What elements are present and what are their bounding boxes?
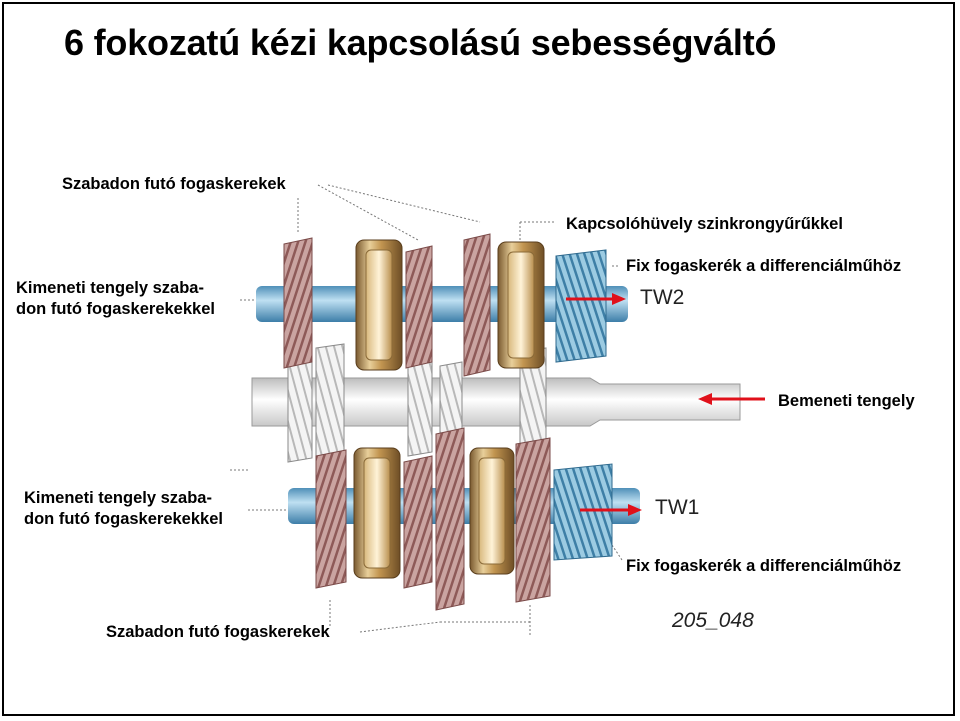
free-gear — [283, 237, 313, 369]
input-gears — [287, 337, 547, 463]
sync-sleeve-inner — [365, 249, 393, 361]
input-shaft — [251, 377, 741, 427]
leader-line — [611, 544, 623, 561]
label-output-shaft-bottom-2: don futó fogaskerekekkel — [24, 510, 223, 528]
figure-code: 205_048 — [672, 609, 754, 632]
free-gear — [403, 455, 433, 589]
label-fix-gear-top: Fix fogaskerék a differenciálműhöz — [626, 257, 902, 275]
label-tw2: TW2 — [640, 286, 685, 309]
label-output-shaft-top-1: Kimeneti tengely szaba- — [16, 279, 204, 297]
fixed-gear-bottom — [553, 463, 613, 561]
arrow-tw2-head — [612, 293, 626, 305]
label-input-shaft: Bemeneti tengely — [778, 392, 915, 410]
bottom-free-gears — [315, 427, 551, 611]
fixed-gear-top — [555, 249, 607, 363]
label-output-shaft-top-2: don futó fogaskerekekkel — [16, 300, 215, 318]
leader-line — [359, 621, 441, 633]
free-gear — [435, 427, 465, 611]
top-free-gears — [283, 233, 491, 377]
free-gear — [463, 233, 491, 377]
label-output-shaft-bottom-1: Kimeneti tengely szaba- — [24, 489, 212, 507]
free-gear — [315, 449, 347, 589]
leader-line — [317, 184, 419, 241]
label-fix-gear-bottom: Fix fogaskerék a differenciálműhöz — [626, 557, 902, 575]
free-gear — [405, 245, 433, 369]
label-sleeve-sync: Kapcsolóhüvely szinkrongyűrűkkel — [566, 215, 843, 233]
bottom-sync-sleeves — [353, 447, 515, 579]
label-free-gears-bottom: Szabadon futó fogaskerekek — [106, 623, 330, 641]
label-tw1: TW1 — [655, 496, 700, 519]
sync-sleeve-inner — [363, 457, 391, 569]
sync-sleeve-inner — [478, 457, 506, 565]
free-gear — [515, 437, 551, 603]
input-gear — [315, 343, 345, 461]
slide-title: 6 fokozatú kézi kapcsolású sebességváltó — [64, 22, 777, 63]
arrow-tw1-head — [628, 504, 642, 516]
arrow-input-head — [698, 393, 712, 405]
top-sync-sleeves — [355, 239, 545, 371]
arrows — [566, 293, 765, 516]
leader-lines — [230, 184, 623, 636]
label-free-gears-top: Szabadon futó fogaskerekek — [62, 175, 286, 193]
sync-sleeve-inner — [507, 251, 535, 359]
